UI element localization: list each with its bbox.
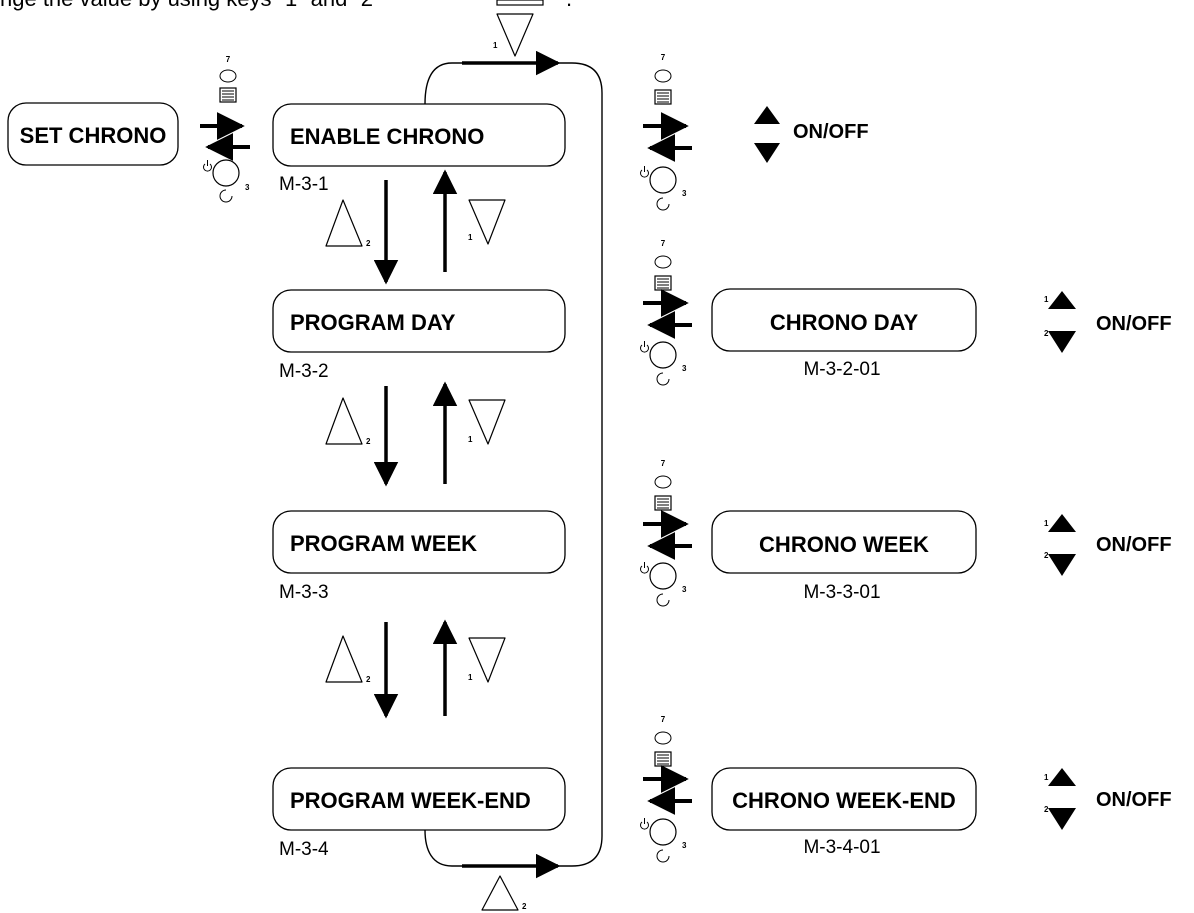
key-cluster-set-chrono: 7 3 <box>200 55 250 203</box>
enable-chrono-label: ENABLE CHRONO <box>290 124 484 149</box>
enable-toggle: ON/OFF <box>754 106 869 163</box>
key-cluster-enable: 7 3 <box>640 53 692 211</box>
filled-down-arrow-icon[interactable] <box>754 143 780 163</box>
enable-chrono-code: M-3-1 <box>279 174 329 195</box>
svg-text:2: 2 <box>1044 329 1049 338</box>
key-2-number: 2 <box>366 437 371 446</box>
chrono-day-box[interactable] <box>711 288 977 352</box>
program-week-end-label: PROGRAM WEEK-END <box>290 788 531 813</box>
key-3-number: 3 <box>682 585 687 594</box>
nav-arrows-1-2: 2 1 <box>325 169 506 285</box>
key-1-number: 1 <box>468 673 473 682</box>
svg-text:1: 1 <box>1044 773 1049 782</box>
program-day-label: PROGRAM DAY <box>290 310 456 335</box>
chrono-day-code: M-3-2-01 <box>803 359 880 380</box>
key-glyph-icon <box>496 0 544 6</box>
key-3-number: 3 <box>245 183 250 192</box>
filled-down-arrow-icon[interactable] <box>1048 554 1076 576</box>
filled-up-arrow-icon[interactable] <box>1048 514 1076 532</box>
wrap-loop: 1 2 <box>424 13 603 911</box>
filled-down-arrow-icon[interactable] <box>1048 331 1076 353</box>
triangle-up-key-icon[interactable] <box>325 397 363 445</box>
menu-key-icon[interactable] <box>654 69 672 83</box>
program-day-code: M-3-2 <box>279 361 329 382</box>
day-toggle: 1 2 ON/OFF <box>1044 291 1172 353</box>
power-knob-icon[interactable] <box>649 818 677 846</box>
key-cluster-week: 7 3 <box>640 459 692 607</box>
intro-tail: . <box>566 0 572 11</box>
power-knob-icon[interactable] <box>649 562 677 590</box>
chrono-week-end-label: CHRONO WEEK-END <box>732 788 956 813</box>
nav-arrows-3-4: 2 1 <box>325 619 506 719</box>
set-chrono-box[interactable] <box>7 102 179 166</box>
intro-text: nge the value by using keys “1” and “2” <box>0 0 380 11</box>
enable-chrono-box[interactable] <box>272 103 566 167</box>
chrono-week-end-box[interactable] <box>711 767 977 831</box>
key-7-number: 7 <box>226 55 231 64</box>
power-knob-icon[interactable] <box>649 166 677 194</box>
power-knob-icon[interactable] <box>649 341 677 369</box>
week-toggle: 1 2 ON/OFF <box>1044 514 1172 576</box>
key-2-number: 2 <box>366 675 371 684</box>
power-knob-icon[interactable] <box>212 159 240 187</box>
key-1-number: 1 <box>468 233 473 242</box>
program-week-code: M-3-3 <box>279 582 329 603</box>
svg-text:2: 2 <box>1044 551 1049 560</box>
menu-key-icon[interactable] <box>654 475 672 489</box>
chrono-day-label: CHRONO DAY <box>770 310 919 335</box>
key-1-number: 1 <box>468 435 473 444</box>
menu-key-icon[interactable] <box>219 69 237 83</box>
nav-arrows-2-3: 2 1 <box>325 381 506 487</box>
menu-key-icon[interactable] <box>654 731 672 745</box>
filled-down-arrow-icon[interactable] <box>1048 808 1076 830</box>
key-7-number: 7 <box>661 715 666 724</box>
chrono-week-label: CHRONO WEEK <box>759 532 929 557</box>
key-cluster-day: 7 3 <box>640 239 692 386</box>
program-week-label: PROGRAM WEEK <box>290 531 477 556</box>
chrono-week-box[interactable] <box>711 510 977 574</box>
triangle-down-key-icon[interactable] <box>468 399 506 445</box>
triangle-up-key-icon[interactable] <box>325 635 363 683</box>
triangle-down-key-icon[interactable] <box>468 199 506 245</box>
chrono-week-code: M-3-3-01 <box>803 582 880 603</box>
filled-up-arrow-icon[interactable] <box>1048 768 1076 786</box>
key-3-number: 3 <box>682 364 687 373</box>
key-2-number: 2 <box>522 902 527 911</box>
triangle-down-key-icon[interactable] <box>468 637 506 683</box>
program-day-box[interactable] <box>272 289 566 353</box>
week-end-toggle: 1 2 ON/OFF <box>1044 768 1172 830</box>
key-3-number: 3 <box>682 189 687 198</box>
key-cluster-week-end: 7 3 <box>640 715 692 863</box>
program-week-end-box[interactable] <box>272 767 566 831</box>
svg-text:2: 2 <box>1044 805 1049 814</box>
triangle-up-key-icon[interactable] <box>325 199 363 247</box>
filled-up-arrow-icon[interactable] <box>754 106 780 124</box>
key-7-number: 7 <box>661 459 666 468</box>
key-7-number: 7 <box>661 53 666 62</box>
key-3-number: 3 <box>682 841 687 850</box>
triangle-up-key-icon[interactable] <box>481 875 519 911</box>
menu-key-icon[interactable] <box>654 255 672 269</box>
svg-text:1: 1 <box>1044 519 1049 528</box>
key-1-number: 1 <box>493 41 498 50</box>
triangle-down-key-icon[interactable] <box>496 13 534 57</box>
key-2-number: 2 <box>366 239 371 248</box>
rotate-icon <box>219 189 233 203</box>
week-onoff-label: ON/OFF <box>1096 534 1172 556</box>
filled-up-arrow-icon[interactable] <box>1048 291 1076 309</box>
program-week-end-code: M-3-4 <box>279 839 329 860</box>
svg-text:1: 1 <box>1044 295 1049 304</box>
key-7-number: 7 <box>661 239 666 248</box>
program-week-box[interactable] <box>272 510 566 574</box>
week-end-onoff-label: ON/OFF <box>1096 789 1172 811</box>
enable-onoff-label: ON/OFF <box>793 121 869 143</box>
set-chrono-label: SET CHRONO <box>20 123 167 148</box>
day-onoff-label: ON/OFF <box>1096 313 1172 335</box>
chrono-week-end-code: M-3-4-01 <box>803 837 880 858</box>
power-symbol-icon <box>203 163 212 172</box>
